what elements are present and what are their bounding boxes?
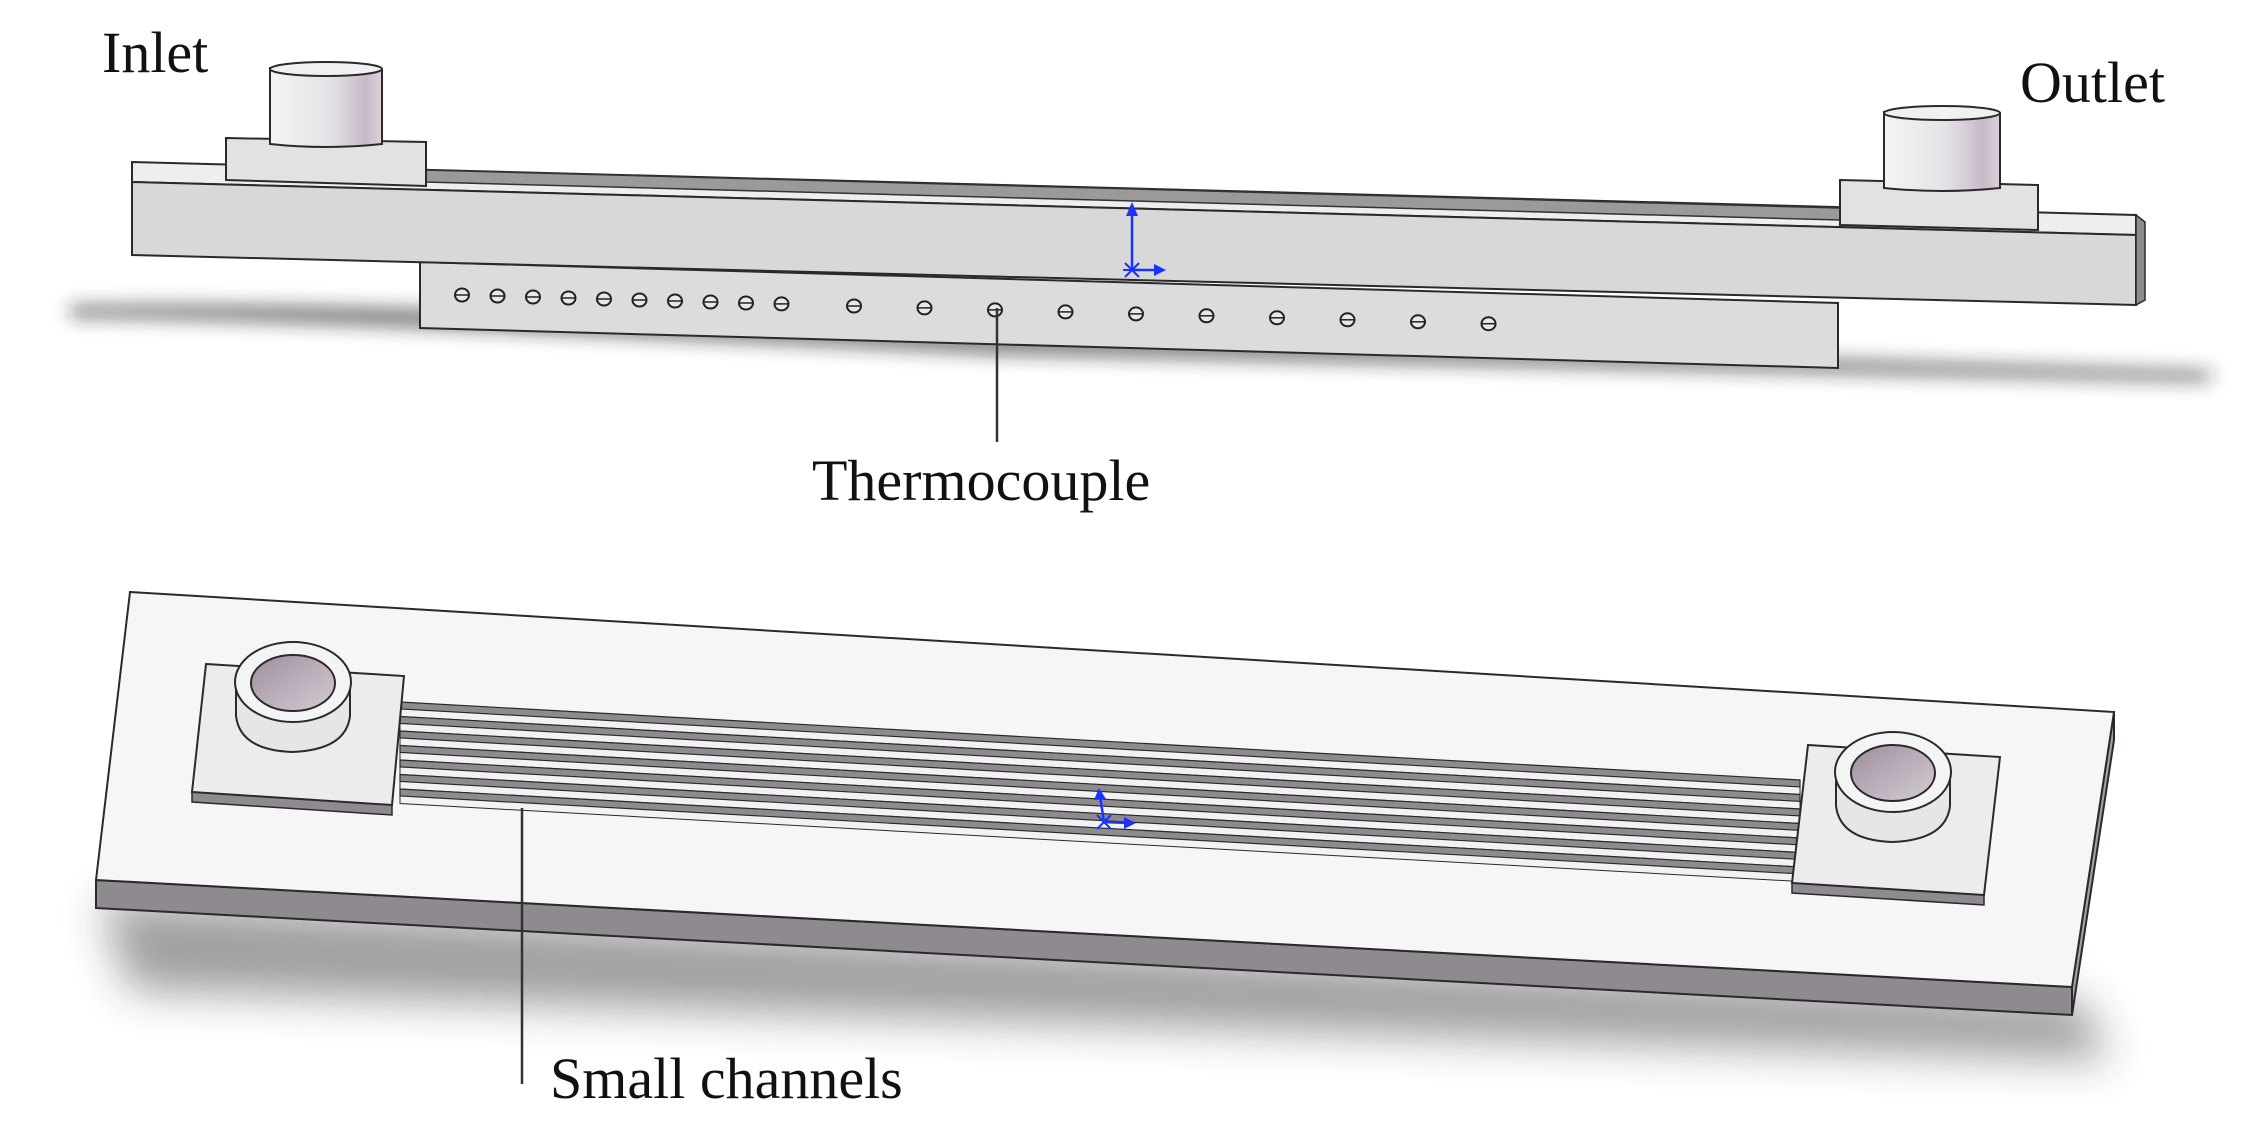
side-view-assembly	[70, 61, 2215, 442]
outlet-tube-rim	[1883, 105, 2001, 121]
isometric-shadow	[100, 900, 2110, 1060]
inlet-tube	[269, 66, 383, 148]
thermocouple-label: Thermocouple	[812, 448, 1150, 513]
small-channels	[399, 701, 1801, 883]
axis-triad-iso	[1094, 788, 1136, 830]
outlet-tube-iso-bore	[1850, 744, 1936, 802]
inlet-label: Inlet	[102, 20, 208, 85]
axis-triad-side	[1123, 202, 1166, 278]
outlet-label: Outlet	[2020, 50, 2165, 115]
inlet-tube-iso-bore	[250, 654, 336, 712]
thermocouple-holes	[454, 287, 1497, 332]
inlet-tube-rim	[269, 61, 383, 77]
isometric-view-assembly	[94, 590, 2116, 1084]
outlet-tube	[1883, 110, 2001, 192]
main-bar-end-face	[2135, 213, 2146, 307]
small-channels-label: Small channels	[550, 1046, 903, 1111]
